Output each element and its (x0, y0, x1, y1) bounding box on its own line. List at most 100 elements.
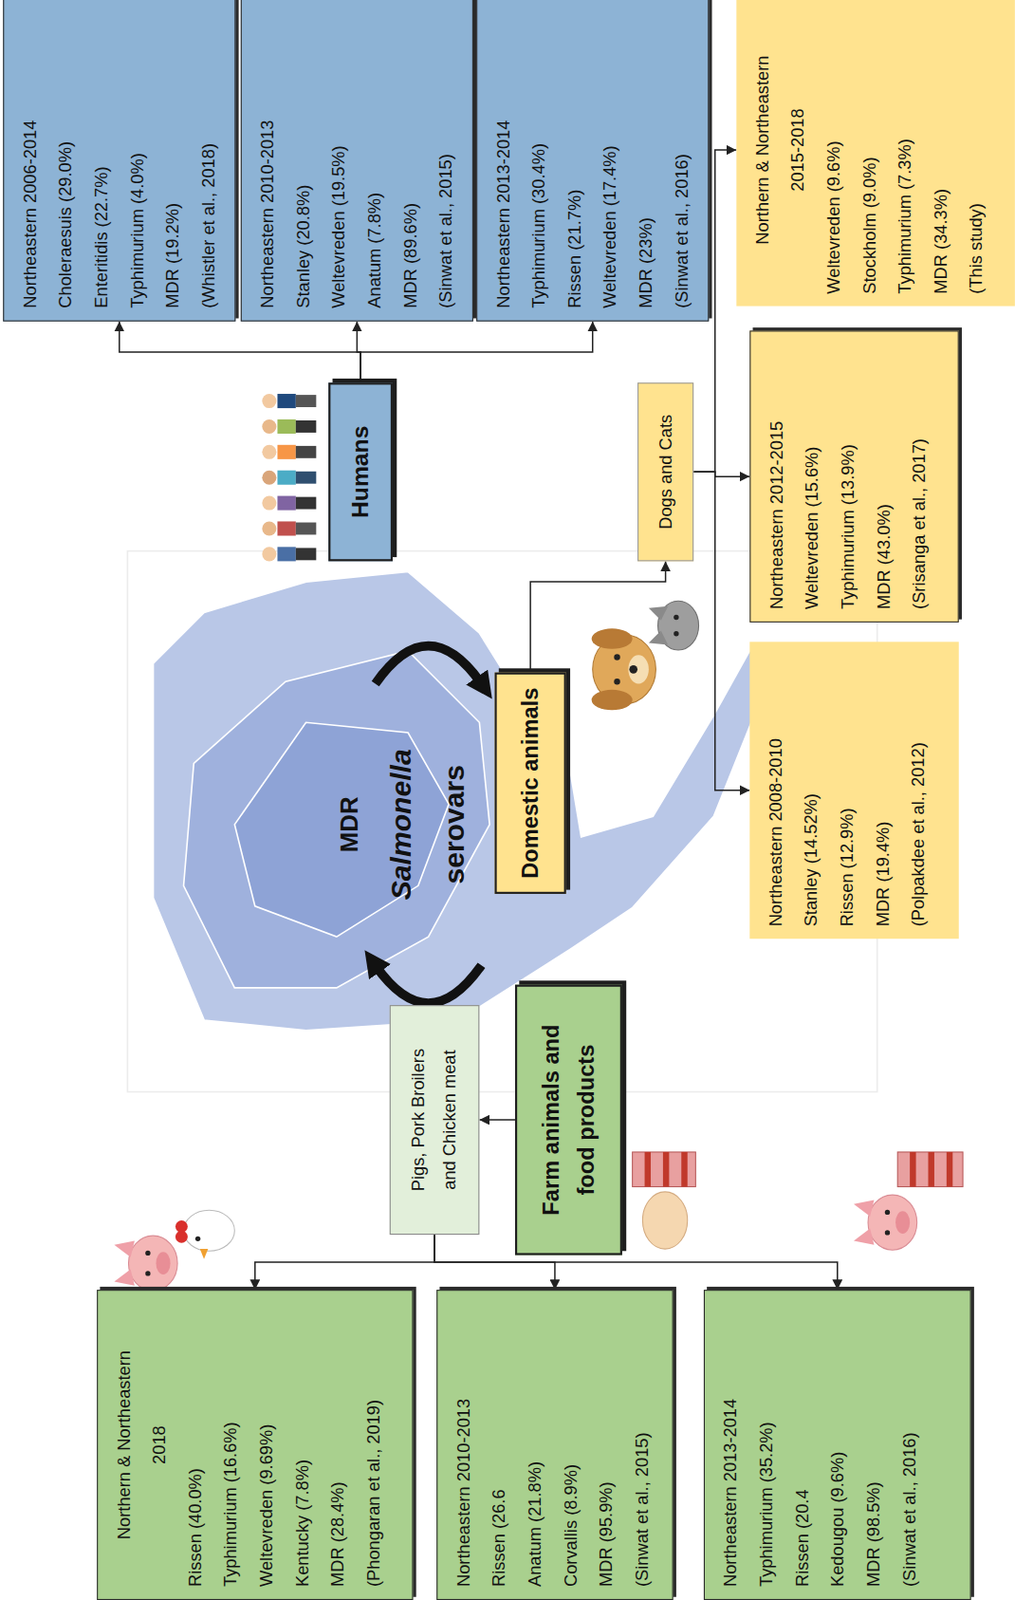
box-line: Rissen (12.9%) (829, 653, 866, 926)
box-line: Corvallis (8.9%) (553, 1302, 590, 1587)
person-body (276, 496, 296, 511)
box-line: Weltevreden (17.4%) (592, 7, 629, 309)
box-line: (Polpakdee et al., 2012) (900, 653, 937, 926)
box-label: Domestic animals (516, 687, 544, 879)
person-body (276, 393, 296, 408)
box-heading: Northeastern 2012-2015 (758, 343, 795, 609)
box-line: MDR (98.5%) (855, 1302, 892, 1587)
connector-arrow (360, 321, 593, 384)
person-legs (295, 471, 317, 484)
cat-ear (648, 630, 668, 646)
person-head (261, 496, 277, 511)
person-legs (295, 445, 317, 459)
box-line: (Phongaran et al., 2019) (355, 1302, 392, 1587)
person-legs (295, 522, 317, 536)
connector-arrow (693, 471, 750, 790)
bacon-stripe (909, 1151, 916, 1187)
pig-eye (145, 1270, 150, 1275)
box-line: Rissen (20.4 (784, 1302, 821, 1587)
box-line: Choleraesuis (29.0%) (48, 7, 85, 309)
bacon-slice (632, 1151, 697, 1187)
box-line: Typhimurium (16.6%) (213, 1302, 250, 1587)
pig-snout (895, 1210, 910, 1234)
pig-eye (145, 1250, 150, 1255)
person-body (276, 444, 296, 460)
pig-chicken-icon (113, 1209, 235, 1291)
box-line: Rissen (40.0%) (177, 1302, 214, 1587)
pig-ear (853, 1199, 875, 1216)
person-head (261, 393, 277, 408)
people-icon (261, 393, 316, 561)
raw-chicken (642, 1191, 687, 1249)
person-body (276, 419, 296, 434)
thailand-map (152, 571, 765, 1031)
box-heading: Northeastern 2010-2013 (249, 7, 286, 309)
box-line: Typhimurium (35.2%) (748, 1302, 785, 1587)
box-heading: Northeastern 2010-2013 (445, 1302, 482, 1587)
box-line: Weltevreden (15.6%) (794, 343, 831, 609)
box-label: Dogs and Cats (655, 414, 677, 530)
box-line: (Sinwat et al., 2015) (624, 1302, 661, 1587)
box-line: (Whistler et al., 2018) (190, 7, 227, 309)
bacon-stripe (663, 1151, 669, 1187)
box-line: (Sinwat et al., 2015) (428, 7, 465, 309)
box-line: Kentucky (7.8%) (284, 1302, 321, 1587)
map-label: serovars (428, 717, 482, 932)
serovar-box: Northeastern 2006-2014Choleraesuis (29.0… (2, 0, 236, 322)
box-line: MDR (19.4%) (865, 653, 902, 926)
box-heading: Northeastern 2013-2014 (713, 1302, 750, 1587)
box-heading: Northeastern 2008-2010 (757, 653, 794, 926)
connector-arrow (530, 560, 665, 672)
bacon-stripe (645, 1151, 651, 1187)
serovar-box: Northeastern 2008-2010Stanley (14.52%)Ri… (749, 641, 959, 939)
person-head (261, 470, 277, 485)
serovar-box: Northeastern 2013-2014Typhimurium (35.2%… (703, 1289, 972, 1600)
box-line: Rissen (21.7%) (556, 7, 593, 309)
bacon-stripe (927, 1151, 934, 1187)
box-line: MDR (28.4%) (320, 1302, 357, 1587)
connector-arrow (479, 1118, 516, 1121)
box-heading: Northern & Northeastern 2018 (106, 1330, 178, 1558)
box-line: Stockholm (9.0%) (851, 5, 888, 294)
cycle-arrow (375, 964, 482, 1003)
chicken-eye (195, 1236, 201, 1241)
dog-eye (613, 678, 620, 684)
person-head (261, 419, 277, 434)
pig-ear (113, 1240, 135, 1257)
box-label: Humans (347, 425, 375, 519)
chicken-body (184, 1209, 236, 1251)
box-line: Weltevreden (9.69%) (248, 1302, 285, 1587)
box-heading: Northeastern 2013-2014 (485, 7, 522, 309)
map-label: Salmonella (375, 717, 429, 932)
person-head (261, 520, 277, 536)
box-line: MDR (89.6%) (392, 7, 429, 309)
dog-nose (628, 664, 638, 674)
category-box: Pigs, Pork Broilers and Chicken meat (389, 1004, 480, 1235)
box-line: MDR (19.2%) (154, 7, 191, 309)
cycle-arrow (375, 645, 482, 684)
map-label-group: MDRSalmonellaserovars (324, 717, 482, 932)
chicken-beak (200, 1248, 209, 1259)
dog-ear (591, 627, 633, 649)
pig-bacon-icon (853, 1151, 963, 1250)
box-line: MDR (95.9%) (588, 1302, 625, 1587)
box-line: MDR (34.3%) (922, 5, 960, 294)
bacon-slice (897, 1151, 963, 1187)
box-line: (This study) (959, 5, 996, 294)
box-heading: Northeastern 2006-2014 (12, 7, 49, 309)
cat-eye (673, 614, 679, 620)
cat-ear (648, 606, 668, 621)
pig-ear (853, 1228, 875, 1245)
person-body (276, 470, 296, 485)
serovar-box: Northeastern 2010-2013Rissen (26.6Anatum… (436, 1289, 673, 1600)
dog-ear (591, 689, 633, 711)
box-line: Weltevreden (19.5%) (321, 7, 358, 309)
box-line: Typhimurium (30.4%) (520, 7, 557, 309)
cat-eye (673, 630, 679, 636)
person-legs (295, 497, 317, 510)
chicken-bacon-icon (632, 1151, 697, 1249)
box-line: Stanley (20.8%) (285, 7, 322, 309)
serovar-box: Northern & Northeastern 2015-2018Weltevr… (736, 0, 1015, 307)
box-line: Anatum (21.8%) (516, 1302, 554, 1587)
